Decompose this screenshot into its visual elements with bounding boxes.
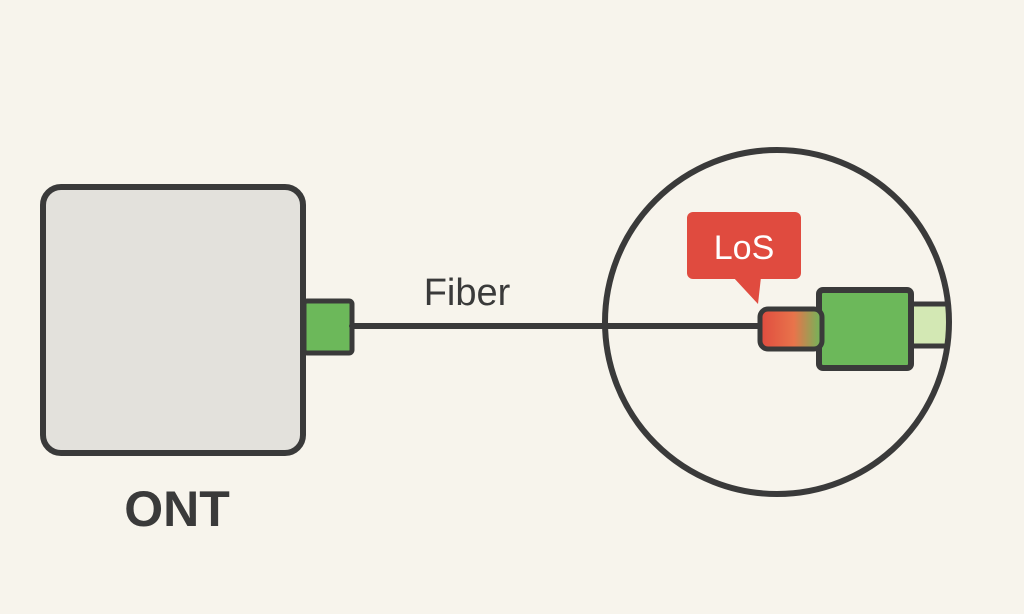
magnifier-circle: [602, 147, 952, 497]
los-callout-pointer: [733, 277, 761, 304]
los-callout: LoS: [687, 212, 801, 304]
cable-jacket-zoomed: [902, 301, 949, 349]
ferrule-tip-red: [757, 306, 825, 352]
connector-body-zoomed: [816, 287, 914, 371]
ont-port-connector: [301, 298, 355, 356]
los-label: LoS: [714, 229, 775, 267]
zoomed-connector-group: [757, 287, 949, 371]
ont-label: ONT: [124, 481, 230, 537]
los-callout-box: [687, 212, 801, 279]
fiber-label: Fiber: [424, 272, 511, 314]
ont-device-box: [40, 184, 306, 456]
